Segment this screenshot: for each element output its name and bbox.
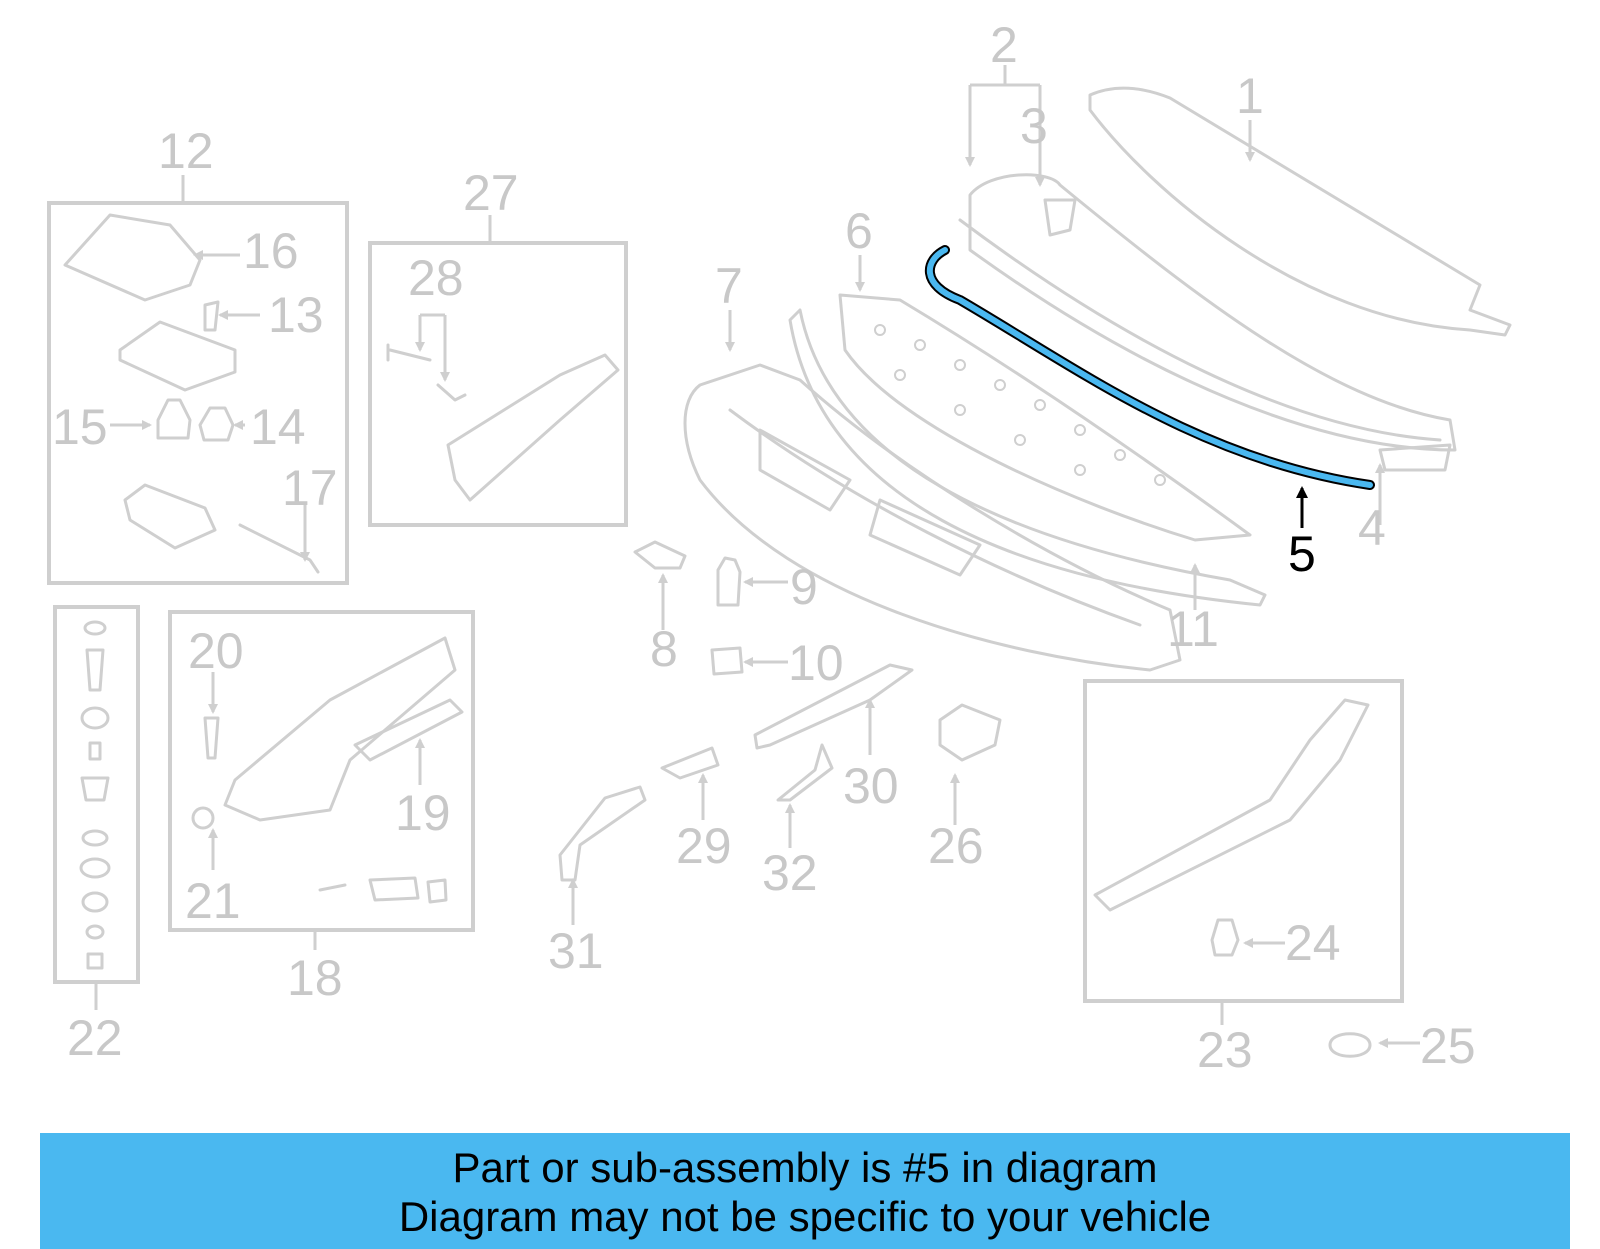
part-9-plug	[716, 556, 742, 607]
callout-18: 18	[287, 950, 343, 1006]
part-23-rail	[1093, 698, 1370, 912]
callout-23: 23	[1197, 1022, 1253, 1078]
part-7-structure	[683, 363, 1182, 672]
callout-15: 15	[52, 399, 108, 455]
callout-12: 12	[158, 123, 214, 179]
part-8-pad	[633, 540, 687, 570]
box-27	[368, 241, 628, 527]
callout-11: 11	[1167, 601, 1219, 657]
part-10-bushing	[710, 646, 744, 676]
part-20-clip	[203, 716, 220, 760]
box-23	[1083, 679, 1404, 1003]
part-25-washer	[1328, 1032, 1372, 1058]
part-7-rib2	[868, 498, 982, 577]
callout-1: 1	[1236, 68, 1264, 124]
info-banner: Part or sub-assembly is #5 in diagram Di…	[40, 1133, 1570, 1249]
callout-8: 8	[650, 621, 678, 677]
callout-22: 22	[67, 1010, 123, 1066]
part-32-bracket	[776, 743, 834, 802]
part-14-nut	[198, 406, 235, 442]
part-28-screw	[436, 383, 467, 402]
part-7-inner	[728, 408, 1142, 627]
callout-17: 17	[282, 460, 338, 516]
part-18-frame	[223, 636, 457, 822]
part-21-plug	[191, 806, 215, 830]
part-6-panel	[838, 293, 1252, 542]
callout-2: 2	[990, 17, 1018, 73]
part-16-cover	[63, 213, 202, 302]
box-12	[47, 201, 349, 585]
banner-line-2: Diagram may not be specific to your vehi…	[398, 1193, 1212, 1240]
part-22-stack	[79, 620, 111, 970]
callout-3: 3	[1020, 98, 1048, 154]
banner-line-1: Part or sub-assembly is #5 in diagram	[452, 1144, 1158, 1191]
box-18	[168, 610, 475, 932]
callout-24: 24	[1285, 915, 1341, 971]
callout-20: 20	[188, 623, 244, 679]
part-plate	[118, 320, 237, 392]
part-6-holes	[874, 324, 1166, 486]
callout-21: 21	[185, 873, 241, 929]
part-26-clip	[938, 703, 1002, 762]
part-2-inner	[958, 218, 1442, 442]
part-13-clip	[203, 300, 220, 332]
callout-31: 31	[548, 923, 604, 979]
callout-5: 5	[1288, 526, 1316, 582]
callout-10: 10	[788, 635, 844, 691]
part-19-bar	[353, 698, 464, 762]
part-2-panel	[968, 173, 1457, 452]
callout-14: 14	[250, 399, 306, 455]
part-17-cable	[238, 523, 320, 574]
callout-7: 7	[715, 258, 743, 314]
callout-32: 32	[762, 845, 818, 901]
part-5-seal-fill	[927, 247, 1373, 488]
callout-30: 30	[843, 758, 899, 814]
callout-13: 13	[268, 287, 324, 343]
callout-6: 6	[845, 203, 873, 259]
part-24-nut	[1210, 918, 1240, 957]
part-1-panel	[1088, 86, 1512, 337]
part-29-clip	[660, 746, 720, 780]
leader-lines	[94, 65, 1420, 1048]
callout-26: 26	[928, 818, 984, 874]
part-3-clip	[1043, 198, 1077, 237]
part-28-bolt	[386, 343, 432, 362]
callout-29: 29	[676, 818, 732, 874]
callout-27: 27	[463, 165, 519, 221]
part-latch	[123, 483, 217, 550]
callout-28: 28	[408, 250, 464, 306]
callout-9: 9	[790, 559, 818, 615]
callout-19: 19	[395, 785, 451, 841]
part-11-frame	[788, 308, 1267, 607]
part-18-bolts	[318, 876, 448, 904]
callout-25: 25	[1420, 1018, 1476, 1074]
part-31-bracket	[558, 785, 647, 882]
part-7-rib1	[758, 428, 852, 512]
part-27-bracket	[446, 353, 620, 502]
part-15-nut	[156, 398, 192, 440]
callout-16: 16	[243, 223, 299, 279]
callout-4: 4	[1358, 500, 1386, 556]
